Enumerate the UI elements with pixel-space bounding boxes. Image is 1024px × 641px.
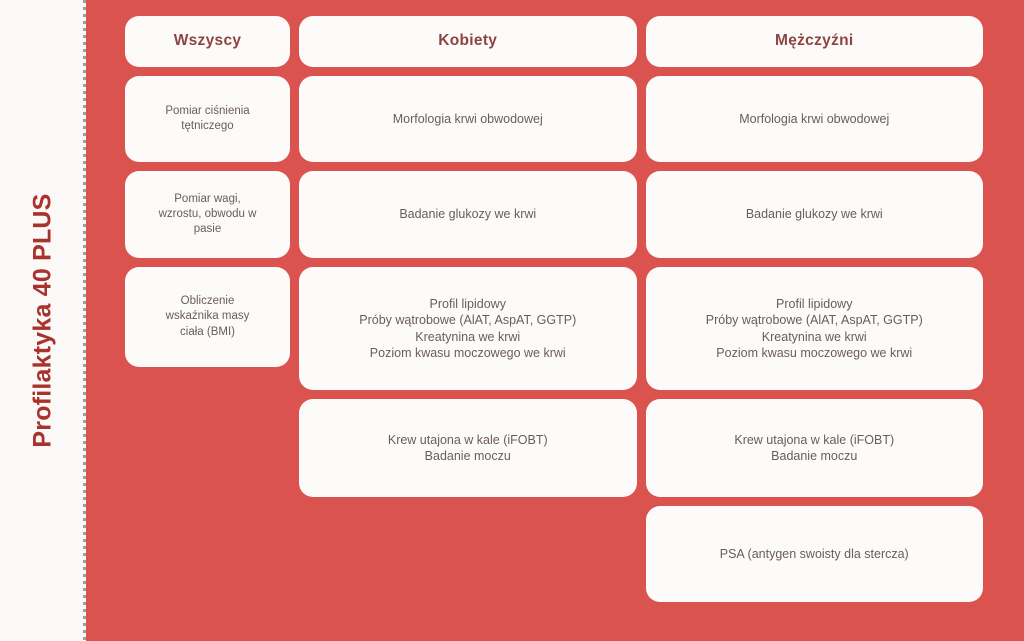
cell-text: Krew utajona w kale (iFOBT) Badanie mocz… xyxy=(734,432,895,464)
cell-mezczyzni-2: Badanie glukozy we krwi xyxy=(645,171,983,258)
cell-kobiety-3: Profil lipidowy Próby wątrobowe (AlAT, A… xyxy=(299,267,637,390)
cell-wszyscy-1: Pomiar ciśnienia tętniczego xyxy=(125,76,290,162)
cell-text: Morfologia krwi obwodowej xyxy=(739,111,890,126)
cell-text: Pomiar wagi, wzrostu, obwodu w pasie xyxy=(158,192,257,236)
cell-text: Badanie glukozy we krwi xyxy=(745,207,883,222)
column-header-mezczyzni: Mężczyźni xyxy=(645,16,983,67)
column-spacer xyxy=(125,376,290,625)
left-title-panel: Profilaktyka 40 PLUS xyxy=(0,0,86,641)
cell-kobiety-2: Badanie glukozy we krwi xyxy=(299,171,637,258)
column-spacer xyxy=(299,506,637,625)
program-board: Wszyscy Pomiar ciśnienia tętniczego Pomi… xyxy=(86,0,1024,641)
program-grid: Wszyscy Pomiar ciśnienia tętniczego Pomi… xyxy=(125,16,983,625)
cell-text: PSA (antygen swoisty dla stercza) xyxy=(719,546,909,561)
column-wszyscy: Wszyscy Pomiar ciśnienia tętniczego Pomi… xyxy=(125,16,290,625)
column-header-kobiety: Kobiety xyxy=(299,16,637,67)
column-header-wszyscy: Wszyscy xyxy=(125,16,290,67)
column-mezczyzni: Mężczyźni Morfologia krwi obwodowej Bada… xyxy=(645,16,983,625)
cell-text: Morfologia krwi obwodowej xyxy=(392,111,543,126)
cell-text: Krew utajona w kale (iFOBT) Badanie mocz… xyxy=(387,432,548,464)
cell-mezczyzni-4: Krew utajona w kale (iFOBT) Badanie mocz… xyxy=(645,399,983,497)
cell-wszyscy-2: Pomiar wagi, wzrostu, obwodu w pasie xyxy=(125,171,290,258)
cell-text: Obliczenie wskaźnika masy ciała (BMI) xyxy=(165,295,250,338)
cell-wszyscy-3: Obliczenie wskaźnika masy ciała (BMI) xyxy=(125,267,290,367)
cell-text: Profil lipidowy Próby wątrobowe (AlAT, A… xyxy=(359,296,577,361)
cell-mezczyzni-5: PSA (antygen swoisty dla stercza) xyxy=(645,506,983,602)
column-header-label: Kobiety xyxy=(438,32,498,50)
cell-kobiety-4: Krew utajona w kale (iFOBT) Badanie mocz… xyxy=(299,399,637,497)
dotted-divider xyxy=(83,0,86,641)
cell-mezczyzni-1: Morfologia krwi obwodowej xyxy=(645,76,983,162)
cell-mezczyzni-3: Profil lipidowy Próby wątrobowe (AlAT, A… xyxy=(645,267,983,390)
cell-kobiety-1: Morfologia krwi obwodowej xyxy=(299,76,637,162)
cell-text: Badanie glukozy we krwi xyxy=(399,207,537,222)
column-header-label: Mężczyźni xyxy=(775,32,854,50)
cell-text: Pomiar ciśnienia tętniczego xyxy=(165,104,250,132)
page-title: Profilaktyka 40 PLUS xyxy=(28,193,57,448)
cell-text: Profil lipidowy Próby wątrobowe (AlAT, A… xyxy=(705,296,923,361)
column-kobiety: Kobiety Morfologia krwi obwodowej Badani… xyxy=(299,16,637,625)
column-header-label: Wszyscy xyxy=(173,32,242,50)
